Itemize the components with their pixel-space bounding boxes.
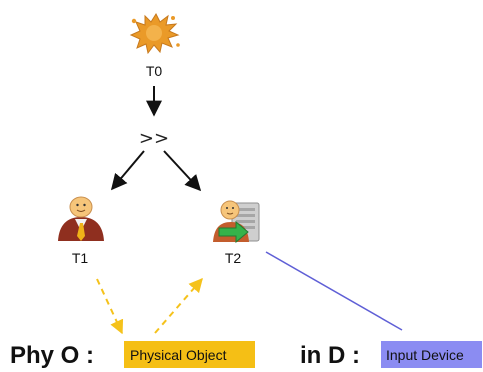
physical-tag-box: [124, 341, 255, 368]
user-computer-icon: [213, 200, 260, 244]
arrow-operator-to-t2: [163, 150, 202, 192]
node-label: T0: [146, 63, 163, 79]
user-icon: [58, 196, 104, 241]
arrow-operator-to-t1: [110, 150, 145, 191]
legend-input-device: in D : Input Device: [300, 341, 482, 369]
input-tag-label: Input Device: [386, 347, 464, 363]
input-prefix: in D :: [300, 342, 360, 369]
input-tag-box: [381, 341, 482, 368]
operator-symbol: >>: [139, 128, 169, 149]
input-device-link-t2: [265, 251, 403, 331]
physical-prefix: Phy O :: [10, 342, 94, 369]
physical-link-t1: [96, 278, 124, 335]
node-t1[interactable]: T1: [58, 196, 104, 266]
legend-physical-object: Phy O : Physical Object: [10, 341, 255, 369]
node-label: T1: [72, 250, 89, 266]
node-t0[interactable]: T0: [129, 12, 180, 79]
physical-tag-label: Physical Object: [130, 347, 227, 363]
physical-link-t2: [154, 277, 203, 334]
splat-icon: [129, 12, 180, 55]
node-t2[interactable]: T2: [213, 200, 260, 266]
node-label: T2: [225, 250, 242, 266]
